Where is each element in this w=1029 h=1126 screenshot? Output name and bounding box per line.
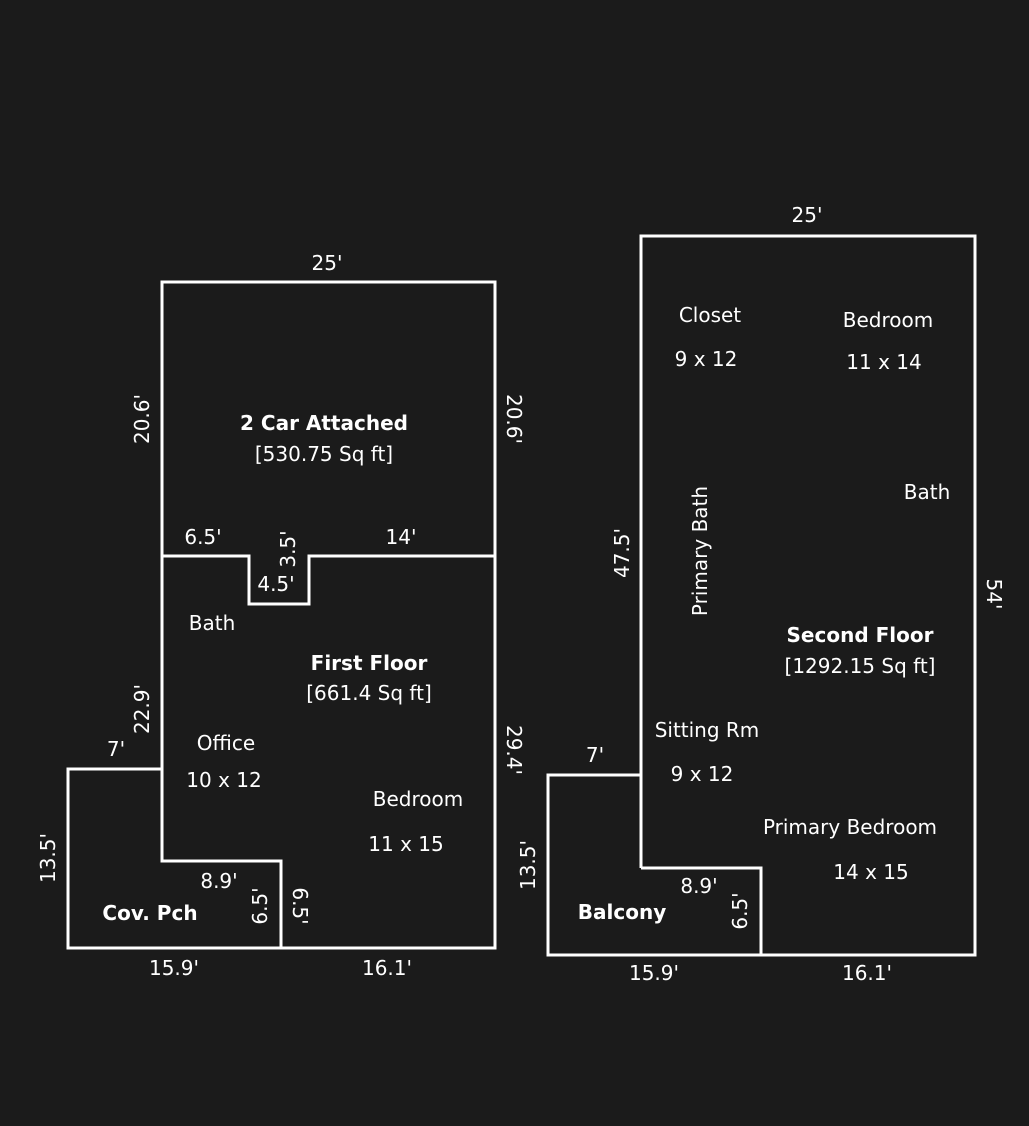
dim-notch-width: 4.5': [257, 572, 294, 596]
dim-right-wall: 29.4': [502, 725, 526, 775]
second-floor-plan: 25' 47.5' 54' Closet 9 x 12 Bedroom 11 x…: [516, 203, 1006, 985]
dim-notch-depth: 3.5': [276, 530, 300, 567]
dim-porch-left: 13.5': [36, 833, 60, 883]
room-bedroom: Bedroom: [373, 787, 463, 811]
second-floor-area: [1292.15 Sq ft]: [785, 654, 936, 678]
room-office-size: 10 x 12: [186, 768, 261, 792]
dim-bottom-left: 15.9': [149, 956, 199, 980]
room-bedroom-size: 11 x 15: [368, 832, 443, 856]
balcony-outline: [546, 773, 761, 957]
room-office: Office: [197, 731, 255, 755]
room-primary-bedroom: Primary Bedroom: [763, 815, 937, 839]
dim-right-wall-2: 54': [982, 579, 1006, 610]
garage-notch-wall: [162, 554, 495, 606]
first-floor-area: [661.4 Sq ft]: [306, 681, 432, 705]
garage-outline: [160, 280, 497, 556]
dim-bottom-right-2: 16.1': [842, 961, 892, 985]
room-bath-2: Bath: [904, 480, 951, 504]
second-floor-title: Second Floor: [787, 623, 934, 647]
garage-name: 2 Car Attached: [240, 411, 408, 435]
dim-balcony-inner-right: 6.5': [728, 892, 752, 929]
dim-notch-right: 14': [386, 525, 417, 549]
garage-area: [530.75 Sq ft]: [255, 442, 393, 466]
dim-top: 25': [792, 203, 823, 227]
dim-porch-inner-left: 6.5': [248, 887, 272, 924]
dim-porch-inner-right: 6.5': [288, 887, 312, 924]
balcony-name: Balcony: [578, 900, 666, 924]
dim-balcony-inner-top: 8.9': [680, 874, 717, 898]
dim-bottom-right: 16.1': [362, 956, 412, 980]
room-sitting-size: 9 x 12: [671, 762, 734, 786]
porch-outline: [66, 767, 281, 950]
room-closet: Closet: [679, 303, 741, 327]
room-primary-bedroom-size: 14 x 15: [833, 860, 908, 884]
room-sitting: Sitting Rm: [655, 718, 760, 742]
first-floor-outline: [160, 556, 497, 950]
room-primary-bath: Primary Bath: [688, 486, 712, 616]
porch-name: Cov. Pch: [102, 901, 197, 925]
room-closet-size: 9 x 12: [675, 347, 738, 371]
dim-garage-left: 20.6': [130, 394, 154, 444]
dim-balcony-left: 13.5': [516, 840, 540, 890]
room-bath: Bath: [189, 611, 236, 635]
second-floor-outline: [639, 234, 977, 957]
dim-left-wall-2: 47.5': [610, 528, 634, 578]
dim-bottom-left-2: 15.9': [629, 961, 679, 985]
dim-garage-top: 25': [312, 251, 343, 275]
first-floor-plan: 2 Car Attached [530.75 Sq ft] 25' 20.6' …: [36, 251, 526, 980]
dim-porch-inner-top: 8.9': [200, 869, 237, 893]
dim-balcony-top: 7': [586, 743, 604, 767]
dim-notch-left: 6.5': [184, 525, 221, 549]
dim-left-wall: 22.9': [130, 684, 154, 734]
dim-garage-right: 20.6': [502, 394, 526, 444]
first-floor-title: First Floor: [311, 651, 428, 675]
room-bedroom-2: Bedroom: [843, 308, 933, 332]
room-bedroom-2-size: 11 x 14: [846, 350, 921, 374]
dim-porch-top: 7': [107, 737, 125, 761]
